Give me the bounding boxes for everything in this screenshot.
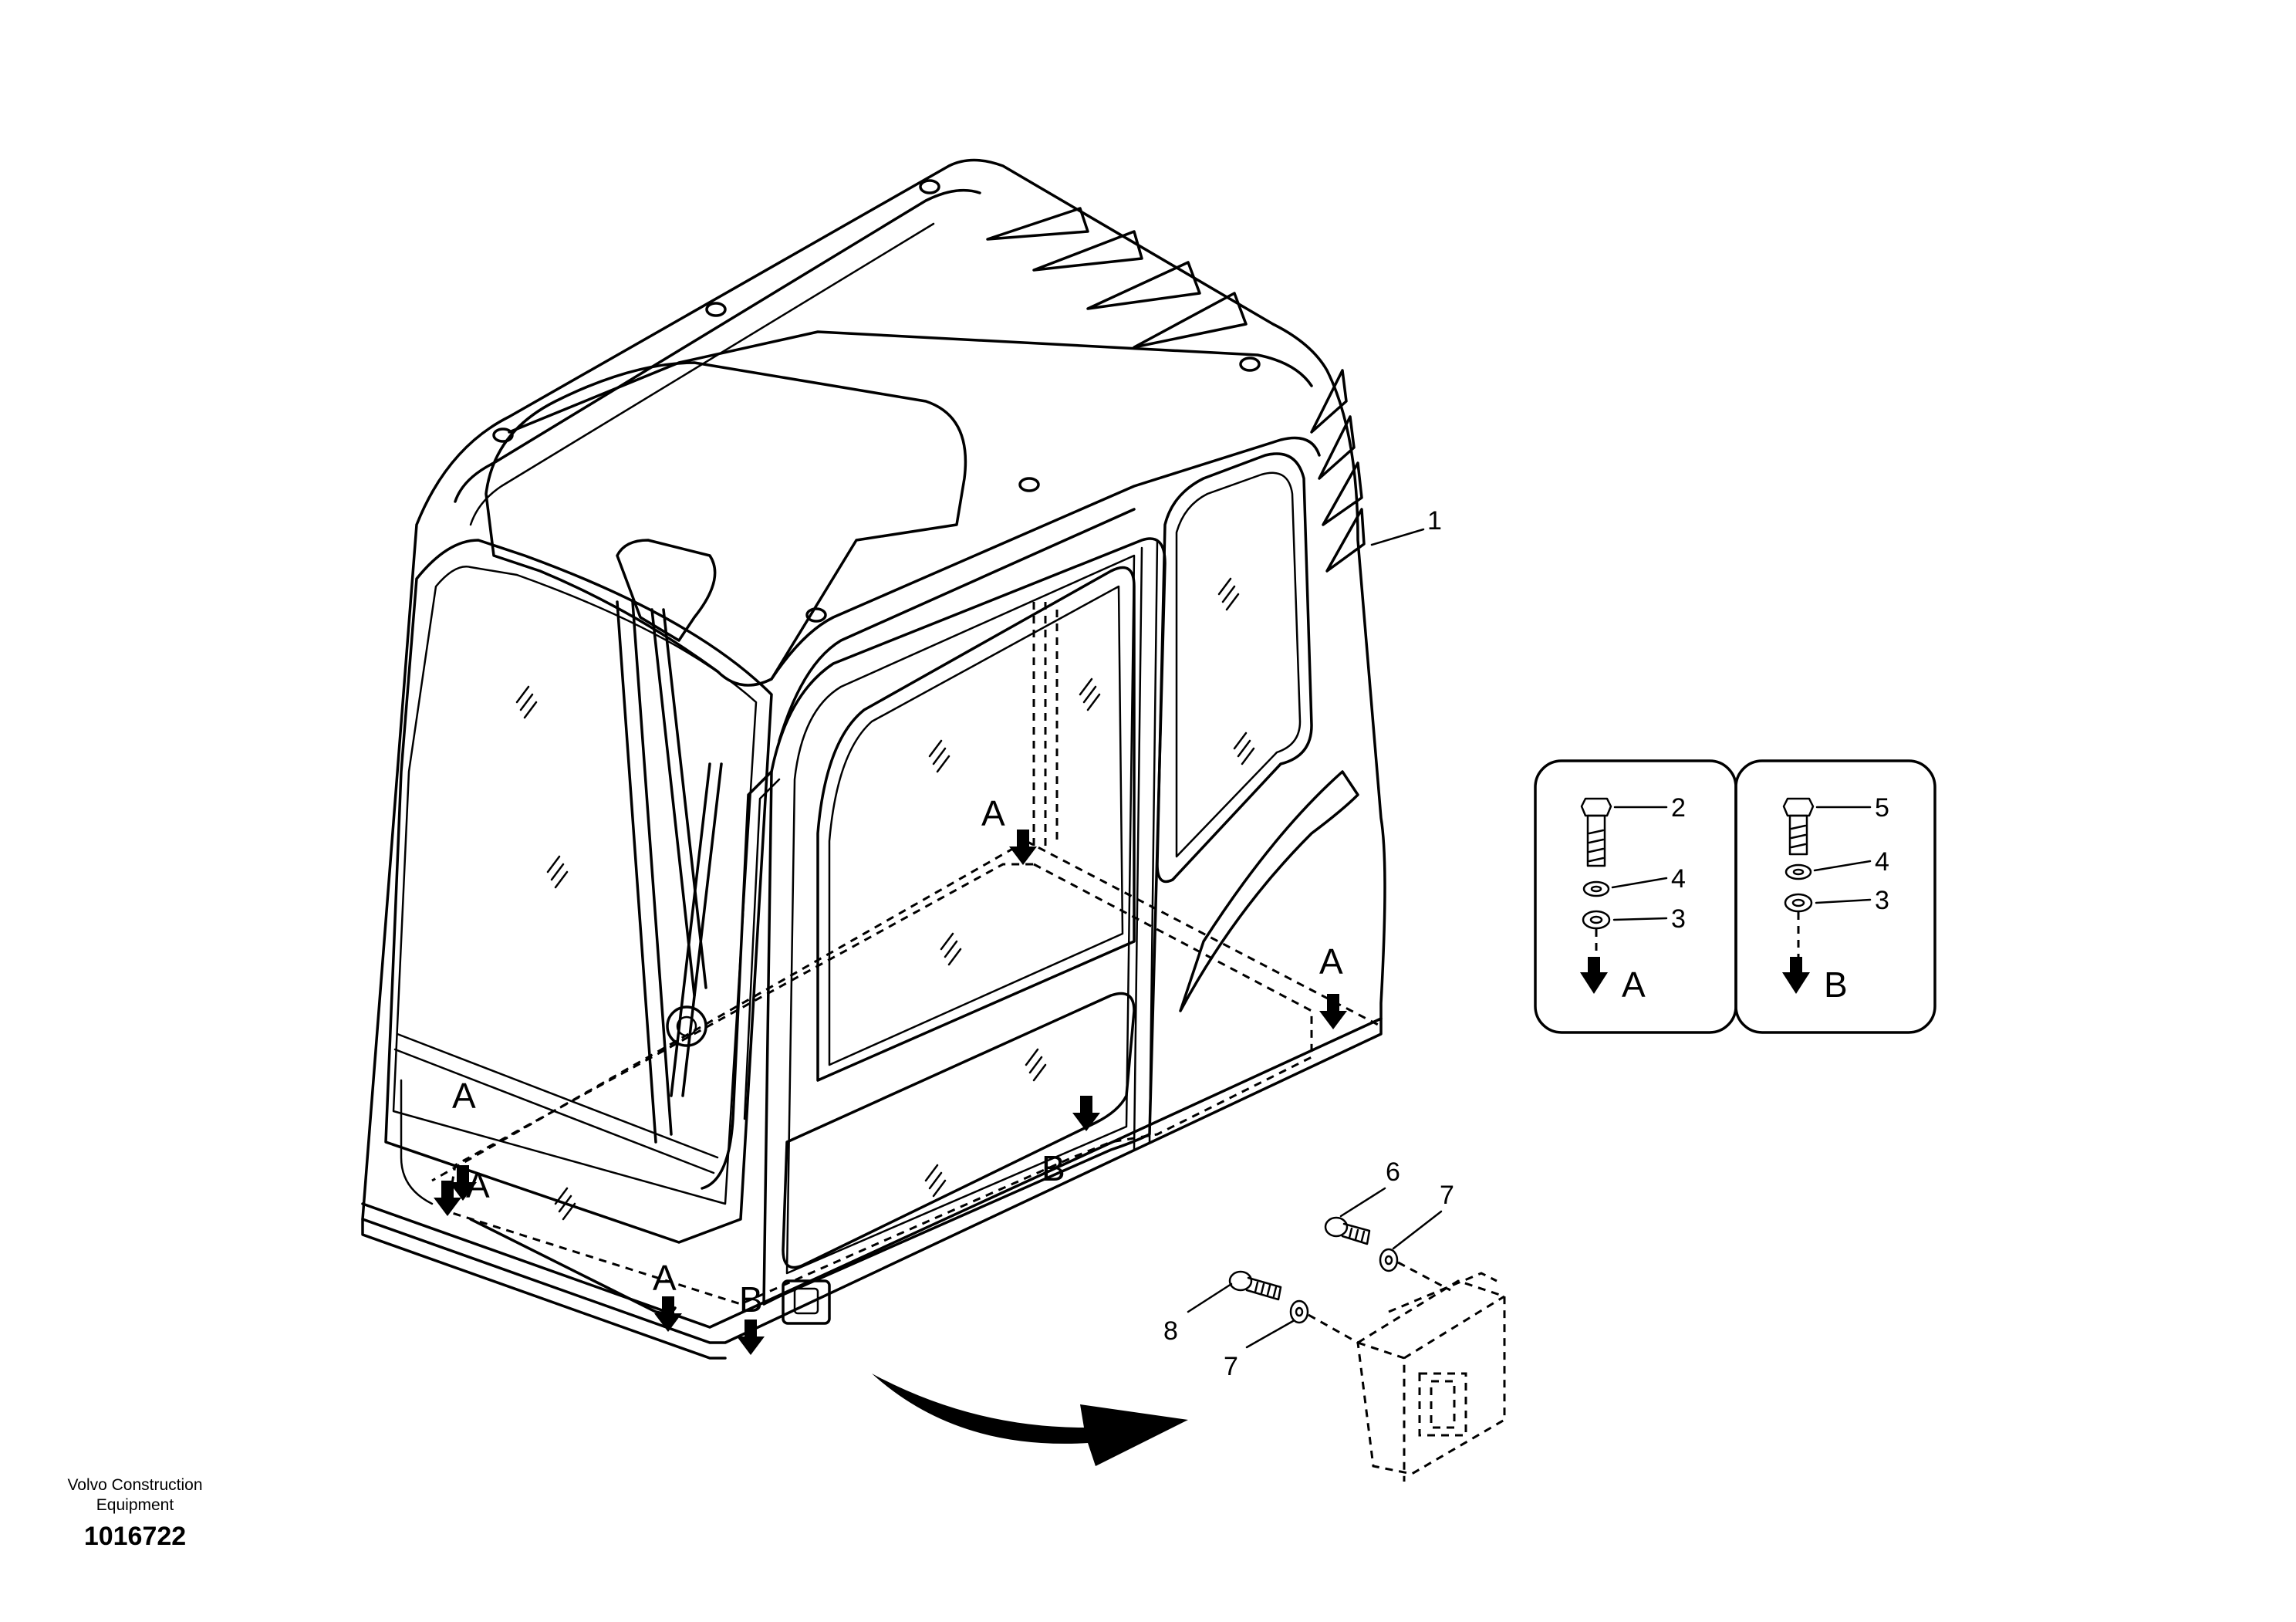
glass-hatch-marks	[515, 577, 1255, 1221]
svg-text:2: 2	[1671, 793, 1686, 823]
door-handle	[782, 1279, 831, 1325]
svg-text:B: B	[1042, 1148, 1065, 1188]
flat-washer-icon	[1784, 893, 1813, 913]
rear-louvres	[986, 207, 1366, 573]
arrow-down-icon	[1580, 957, 1608, 994]
switch-bracket-detail: 6 7 8 7	[1163, 1157, 1506, 1482]
svg-text:A: A	[653, 1258, 677, 1298]
svg-text:A: A	[981, 793, 1005, 833]
operator-cab	[361, 158, 1386, 1360]
view-marker-a-3: A	[449, 1076, 477, 1201]
svg-text:4: 4	[1875, 847, 1889, 877]
svg-text:3: 3	[1671, 904, 1686, 934]
view-marker-a-5: A	[653, 1258, 682, 1332]
svg-text:A: A	[466, 1165, 490, 1205]
sweep-arrow	[872, 1374, 1188, 1466]
svg-text:4: 4	[1671, 864, 1686, 894]
company-name: Volvo Construction Equipment	[67, 1476, 203, 1514]
view-arrows: A A A A A B B	[434, 793, 1347, 1355]
callout-1: 1	[1370, 506, 1442, 546]
drawing-number: 1016722	[83, 1522, 187, 1551]
lock-washer-icon	[1582, 880, 1610, 897]
svg-text:A: A	[1622, 965, 1646, 1005]
hidden-floor-outline	[431, 602, 1382, 1306]
bolt-6-icon	[1324, 1216, 1371, 1245]
washer-7-upper-icon	[1379, 1248, 1399, 1272]
view-marker-a-2: A	[1319, 941, 1347, 1029]
wiper-assembly	[616, 539, 723, 1144]
lock-washer-icon	[1784, 863, 1812, 880]
view-marker-a-1: A	[981, 793, 1037, 865]
svg-text:A: A	[1319, 941, 1343, 982]
view-marker-b-2: B	[737, 1279, 765, 1355]
svg-text:7: 7	[1224, 1352, 1238, 1381]
svg-text:6: 6	[1386, 1157, 1400, 1187]
arrow-down-icon	[1782, 957, 1810, 994]
view-marker-a-4: A	[434, 1165, 490, 1216]
roof-caps	[492, 179, 1261, 623]
svg-text:1: 1	[1427, 506, 1442, 536]
legend-panel-b: B 5 4 3	[1734, 759, 1936, 1034]
view-marker-b-1: B	[1042, 1096, 1100, 1188]
bolt-8-icon	[1228, 1270, 1282, 1301]
bolt-icon	[1580, 797, 1612, 867]
legend-panel-a: A 2 4 3	[1534, 759, 1737, 1034]
svg-text:A: A	[452, 1076, 476, 1116]
bolt-icon	[1782, 797, 1815, 856]
svg-text:7: 7	[1440, 1181, 1454, 1210]
svg-text:B: B	[1824, 965, 1848, 1005]
svg-text:8: 8	[1163, 1316, 1178, 1346]
washer-7-lower-icon	[1289, 1299, 1309, 1324]
svg-text:5: 5	[1875, 793, 1889, 823]
flat-washer-icon	[1582, 910, 1611, 930]
svg-text:3: 3	[1875, 886, 1889, 915]
svg-text:B: B	[739, 1279, 763, 1320]
